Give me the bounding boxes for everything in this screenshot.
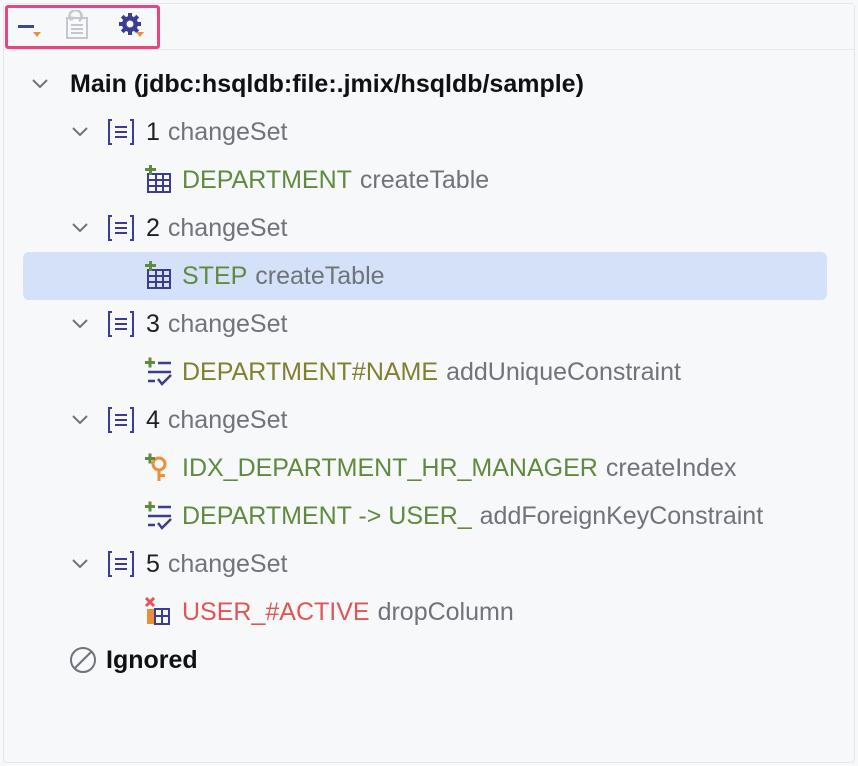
chevron-down-icon[interactable] [30, 74, 50, 94]
tree-ignored[interactable]: Ignored [0, 636, 850, 684]
changeset-number: 5 [146, 549, 160, 578]
change-operation: createTable [255, 261, 385, 290]
root-label: Main (jdbc:hsqldb:file:.jmix/hsqldb/samp… [70, 69, 584, 98]
changeset-label: changeSet [167, 309, 288, 338]
apply-document-icon [66, 10, 88, 39]
collapse-menu-button[interactable] [12, 10, 46, 42]
ignored-label: Ignored [106, 645, 198, 674]
gear-icon [119, 13, 144, 37]
chevron-down-icon[interactable] [70, 554, 90, 574]
changeset-icon [106, 549, 136, 579]
changeset-icon [106, 405, 136, 435]
changeset-number: 2 [146, 213, 160, 242]
create-table-icon [144, 261, 174, 291]
chevron-down-icon[interactable] [70, 410, 90, 430]
change-object: STEP [182, 261, 248, 290]
chevron-down-icon[interactable] [70, 122, 90, 142]
change-operation: addUniqueConstraint [446, 357, 681, 386]
changeset-label: changeSet [167, 405, 288, 434]
change-operation: createTable [359, 165, 490, 194]
chevron-down-icon[interactable] [70, 314, 90, 334]
collapse-icon [18, 25, 41, 37]
ignored-icon [68, 645, 98, 675]
changeset-label: changeSet [167, 549, 288, 578]
changeset-icon [106, 117, 136, 147]
changeset-label: changeSet [167, 213, 288, 242]
change-operation: addForeignKeyConstraint [479, 501, 764, 530]
add-constraint-icon [144, 357, 174, 387]
changeset-icon [106, 309, 136, 339]
change-object: USER_#ACTIVE [182, 597, 370, 626]
changelog-panel [3, 3, 855, 763]
change-object: DEPARTMENT -> USER_ [182, 501, 472, 530]
change-object: DEPARTMENT#NAME [182, 357, 439, 386]
toolbar [4, 4, 854, 50]
add-constraint-icon [144, 501, 174, 531]
apply-changes-button[interactable] [60, 10, 94, 42]
changeset-number: 4 [146, 405, 160, 434]
drop-column-icon [144, 597, 174, 627]
changeset-number: 3 [146, 309, 160, 338]
change-object: DEPARTMENT [182, 165, 352, 194]
chevron-down-icon[interactable] [70, 218, 90, 238]
create-index-icon [144, 453, 174, 483]
change-object: IDX_DEPARTMENT_HR_MANAGER [182, 453, 598, 482]
tree-root-main[interactable]: Main (jdbc:hsqldb:file:.jmix/hsqldb/samp… [0, 60, 850, 108]
change-operation: dropColumn [377, 597, 514, 626]
create-table-icon [144, 165, 174, 195]
settings-menu-button[interactable] [114, 10, 148, 42]
changeset-number: 1 [146, 117, 160, 146]
changeset-icon [106, 213, 136, 243]
change-operation: createIndex [605, 453, 737, 482]
toolbar-highlight [5, 5, 160, 49]
changeset-label: changeSet [167, 117, 288, 146]
tree-change-item[interactable]: DEPARTMENT -> USER_addForeignKeyConstrai… [0, 492, 850, 540]
